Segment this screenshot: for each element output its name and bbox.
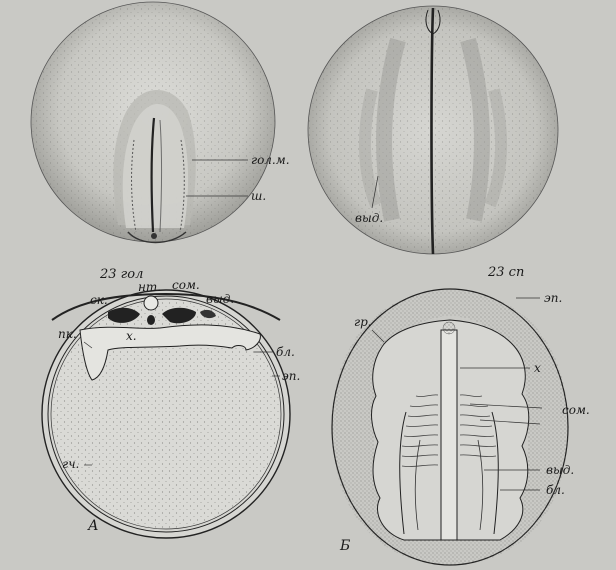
label-pk: пк.	[58, 327, 77, 341]
dorsal-midline	[432, 8, 434, 254]
label-som-b: сом.	[562, 403, 590, 417]
label-sh: ш.	[251, 189, 266, 203]
label-gr: гр.	[354, 315, 372, 329]
label-bl-b: бл.	[546, 483, 565, 497]
label-vyd-top: выд.	[355, 211, 383, 225]
label-som-a: сом.	[172, 278, 200, 292]
section-b: гр. эп. х сом. выд. бл. Б	[332, 289, 590, 565]
label-gch: гч.	[62, 457, 79, 471]
label-x-b: х	[534, 361, 541, 375]
egg-23-gol: гол.м. ш.	[31, 2, 290, 243]
panel-label-b: Б	[339, 538, 350, 554]
label-vyd-a: выд.	[206, 292, 234, 306]
caption-23-sp: 23 сп	[487, 265, 524, 280]
panel-label-a: А	[87, 518, 99, 534]
label-nt: нт.	[138, 280, 161, 294]
label-vyd-b: выд.	[546, 463, 574, 477]
caption-23-gol: 23 гол	[99, 267, 143, 282]
label-bl-a: бл.	[276, 345, 295, 359]
section-a: нт. сом. ск. выд. пк. х. бл. эп. гч. А	[42, 278, 300, 538]
label-ep-b: эп.	[544, 291, 562, 305]
axis	[441, 330, 457, 540]
label-golm: гол.м.	[251, 153, 290, 167]
label-x-a: х.	[126, 329, 137, 343]
egg-23-sp: выд.	[308, 6, 558, 254]
label-sk: ск.	[90, 293, 108, 307]
neural-tube	[144, 296, 158, 310]
label-ep-a: эп.	[282, 369, 300, 383]
